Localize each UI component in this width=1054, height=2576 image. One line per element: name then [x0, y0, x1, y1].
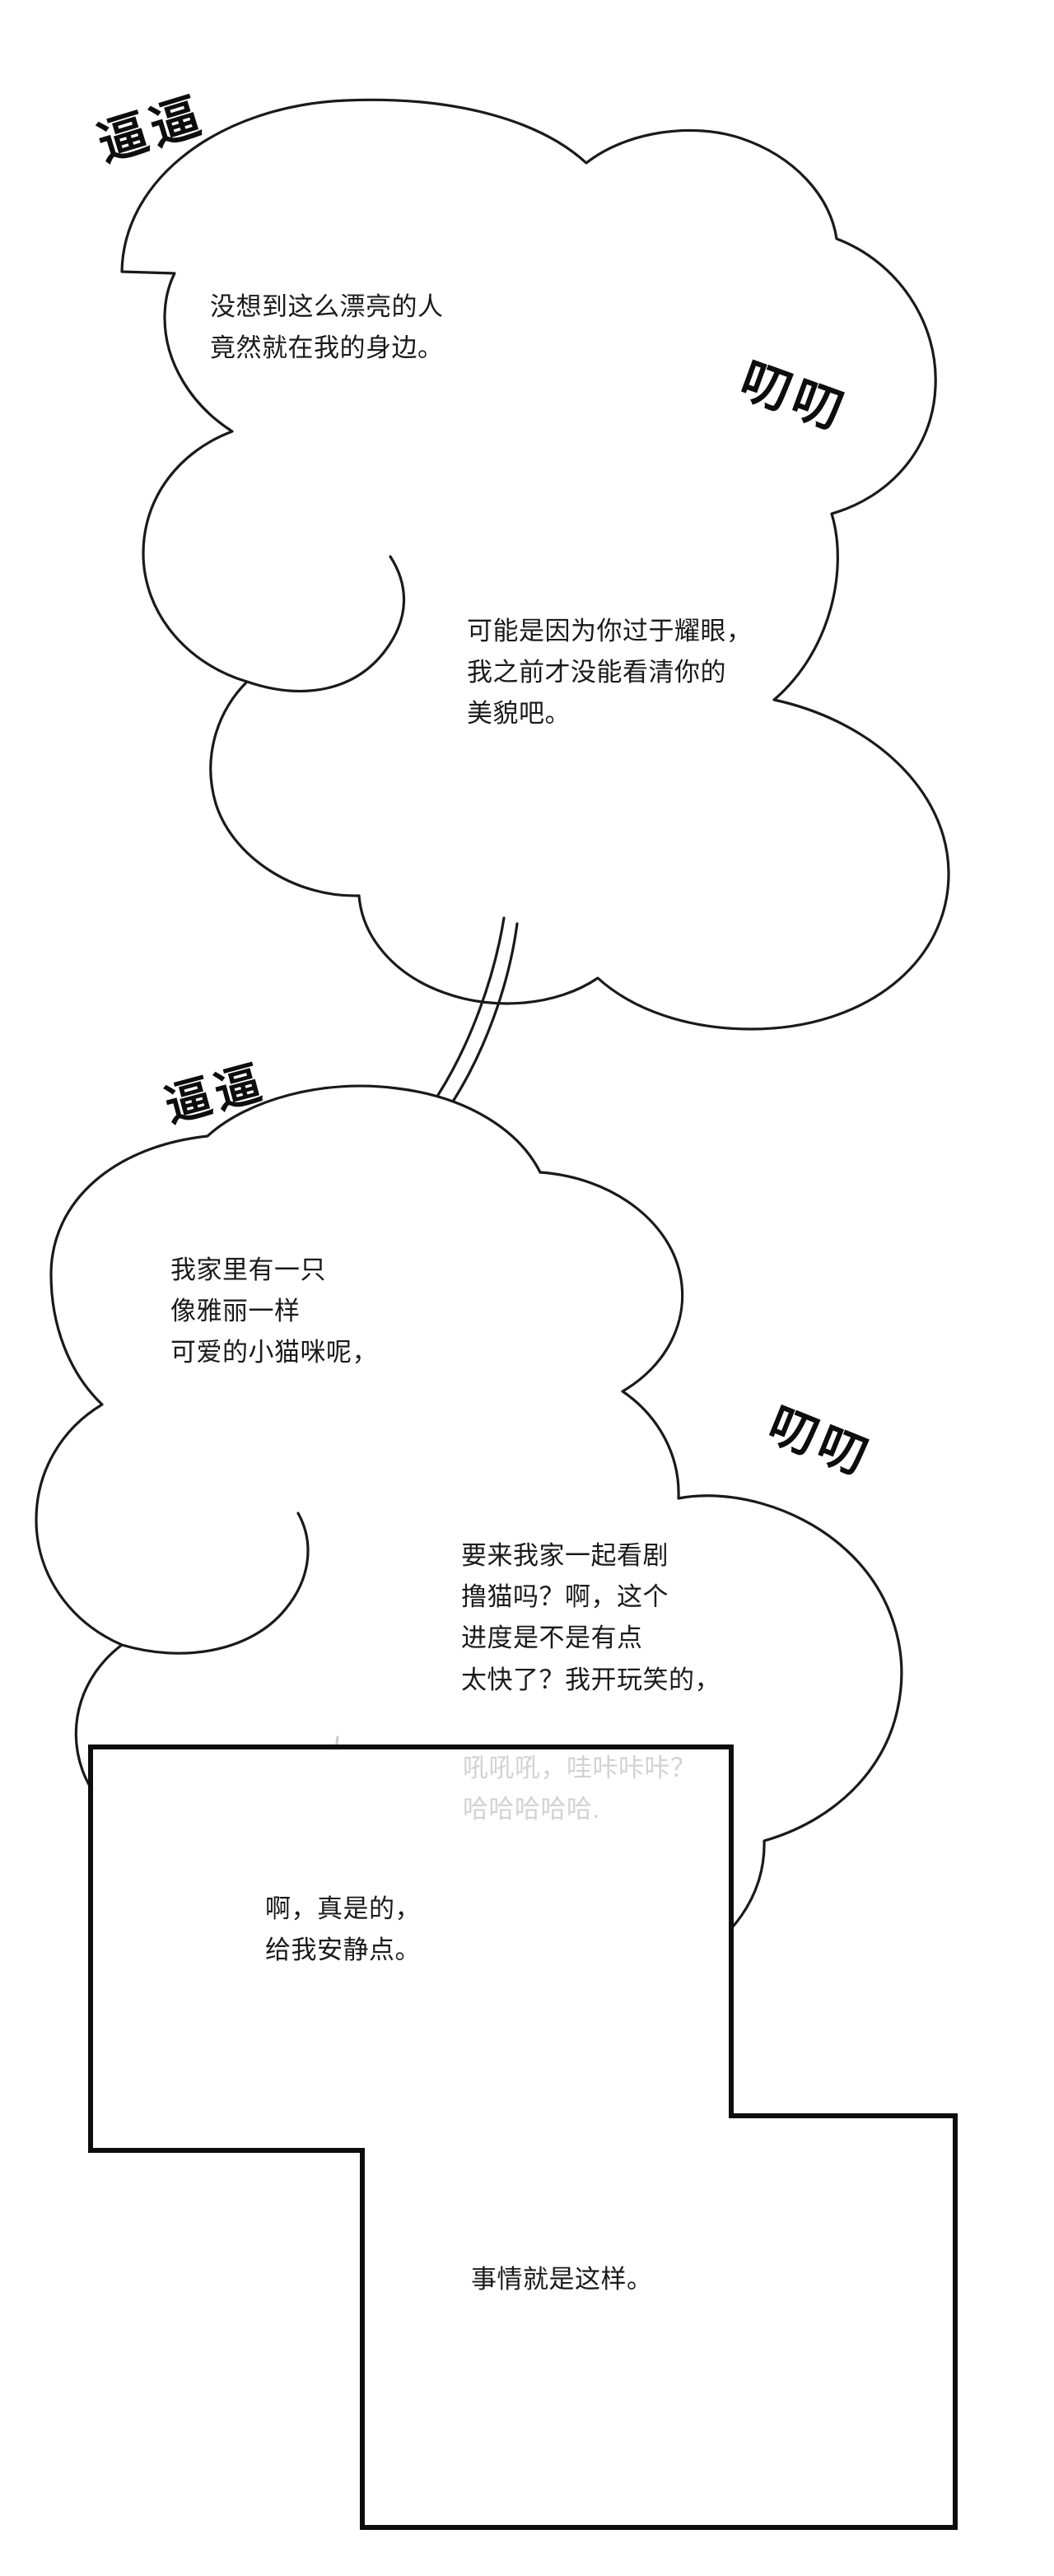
bubble-tail-connector [436, 916, 519, 1103]
dialogue-lower-first: 我家里有一只 像雅丽一样 可爱的小猫咪呢， [170, 1255, 378, 1367]
dialogue-panel-first: 啊，真是的， 给我安静点。 [265, 1894, 421, 1965]
sfx-top-right: 叨叨 [733, 351, 855, 443]
upper-bubble-notch [245, 555, 406, 693]
bottom-panel-border [88, 1745, 958, 2530]
dialogue-faded-background: 吼吼吼，哇咔咔咔？ 哈哈哈哈哈. [463, 1754, 697, 1824]
sfx-mid-right: 叨叨 [760, 1395, 880, 1488]
dialogue-upper-second: 可能是因为你过于耀眼， 我之前才没能看清你的 美貌吧。 [467, 617, 753, 729]
upper-thought-bubble [120, 98, 950, 1031]
sfx-mid-left: 逼逼 [159, 1055, 273, 1134]
dialogue-upper-first: 没想到这么漂亮的人 竟然就在我的身边。 [210, 292, 444, 363]
dialogue-lower-second: 要来我家一起看剧 撸猫吗？啊，这个 进度是不是有点 太快了？我开玩笑的， [461, 1541, 721, 1694]
lower-bubble-notch [120, 1512, 310, 1655]
sfx-top-left: 逼逼 [91, 86, 212, 174]
scratch-mark-icon [577, 1845, 653, 1927]
dialogue-panel-second: 事情就是这样。 [471, 2265, 653, 2294]
